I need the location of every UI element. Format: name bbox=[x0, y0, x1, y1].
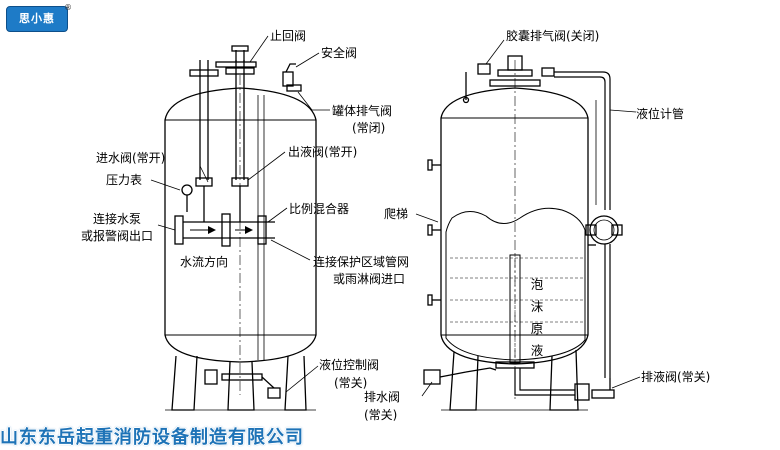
foam-bladder bbox=[445, 207, 586, 361]
left-tank bbox=[164, 45, 317, 411]
registered-mark: ® bbox=[64, 3, 72, 12]
label-safety-valve: 安全阀 bbox=[321, 46, 358, 60]
label-proportional-mixer: 比例混合器 bbox=[289, 202, 350, 216]
label-connect-pipe-network: 连接保护区域管网 bbox=[313, 255, 410, 269]
left-tank-leg-right bbox=[284, 355, 307, 411]
left-tank-shell bbox=[164, 87, 317, 363]
label-inlet-valve: 进水阀(常开) bbox=[96, 151, 166, 165]
label-connect-pump-alt: 或报警阀出口 bbox=[81, 229, 154, 243]
label-pressure-gauge: 压力表 bbox=[106, 173, 143, 187]
logo-text: 思小惠 bbox=[19, 12, 55, 25]
right-tank bbox=[423, 55, 623, 411]
label-connect-deluge-valve: 或雨淋阀进口 bbox=[333, 272, 406, 286]
company-logo: 思小惠 bbox=[6, 6, 68, 32]
company-name: 山东东岳起重消防设备制造有限公司 bbox=[0, 427, 304, 448]
label-foam-char-1: 泡 bbox=[530, 277, 544, 292]
left-tank-leg-left bbox=[171, 355, 198, 411]
left-tank-leg-mid bbox=[227, 361, 255, 411]
label-foam-char-3: 原 bbox=[530, 321, 544, 336]
label-ladder: 爬梯 bbox=[384, 207, 409, 221]
label-check-valve: 止回阀 bbox=[270, 29, 307, 43]
label-level-control-valve-state: (常关) bbox=[334, 376, 368, 390]
label-level-control-valve: 液位控制阀 bbox=[319, 358, 380, 372]
label-connect-pump: 连接水泵 bbox=[93, 212, 142, 226]
right-tank-leg-left bbox=[449, 351, 479, 411]
label-foam-char-2: 沫 bbox=[530, 299, 544, 314]
label-outlet-valve: 出液阀(常开) bbox=[288, 145, 358, 159]
label-bladder-vent-valve: 胶囊排气阀(关闭) bbox=[506, 29, 600, 43]
label-drain-liquid-valve: 排液阀(常关) bbox=[641, 370, 711, 384]
label-drain-water-valve-state: (常关) bbox=[364, 408, 398, 422]
label-level-gauge-pipe: 液位计管 bbox=[636, 107, 685, 121]
level-gauge-circle bbox=[589, 215, 619, 245]
label-tank-vent-valve: 罐体排气阀 bbox=[332, 104, 393, 118]
right-tank-shell bbox=[440, 87, 589, 365]
label-drain-water-valve: 排水阀 bbox=[364, 390, 401, 404]
label-foam-char-4: 液 bbox=[530, 343, 544, 358]
label-tank-vent-valve-state: (常闭) bbox=[352, 121, 386, 135]
label-water-flow-direction: 水流方向 bbox=[180, 255, 229, 269]
company-footer: 山东东岳起重消防设备制造有限公司 bbox=[0, 428, 392, 448]
